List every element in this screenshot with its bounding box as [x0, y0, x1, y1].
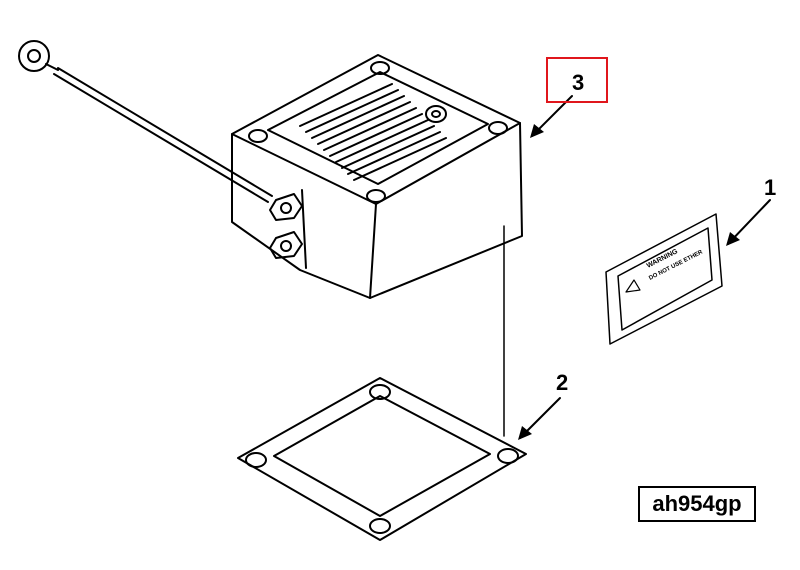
callout-highlight-box — [546, 57, 608, 103]
callout-decal: 1 — [764, 175, 777, 200]
gasket — [237, 377, 527, 541]
figure-id-label: ah954gp — [638, 486, 756, 522]
decal-text-group: WARNING DO NOT USE ETHER — [646, 248, 705, 282]
callout-gasket: 2 — [556, 370, 569, 395]
warning-decal — [605, 213, 723, 345]
arrowheads — [518, 124, 740, 440]
callout-heater: 3 — [572, 70, 585, 95]
intake-heater — [231, 54, 523, 299]
ground-cable — [18, 40, 273, 203]
